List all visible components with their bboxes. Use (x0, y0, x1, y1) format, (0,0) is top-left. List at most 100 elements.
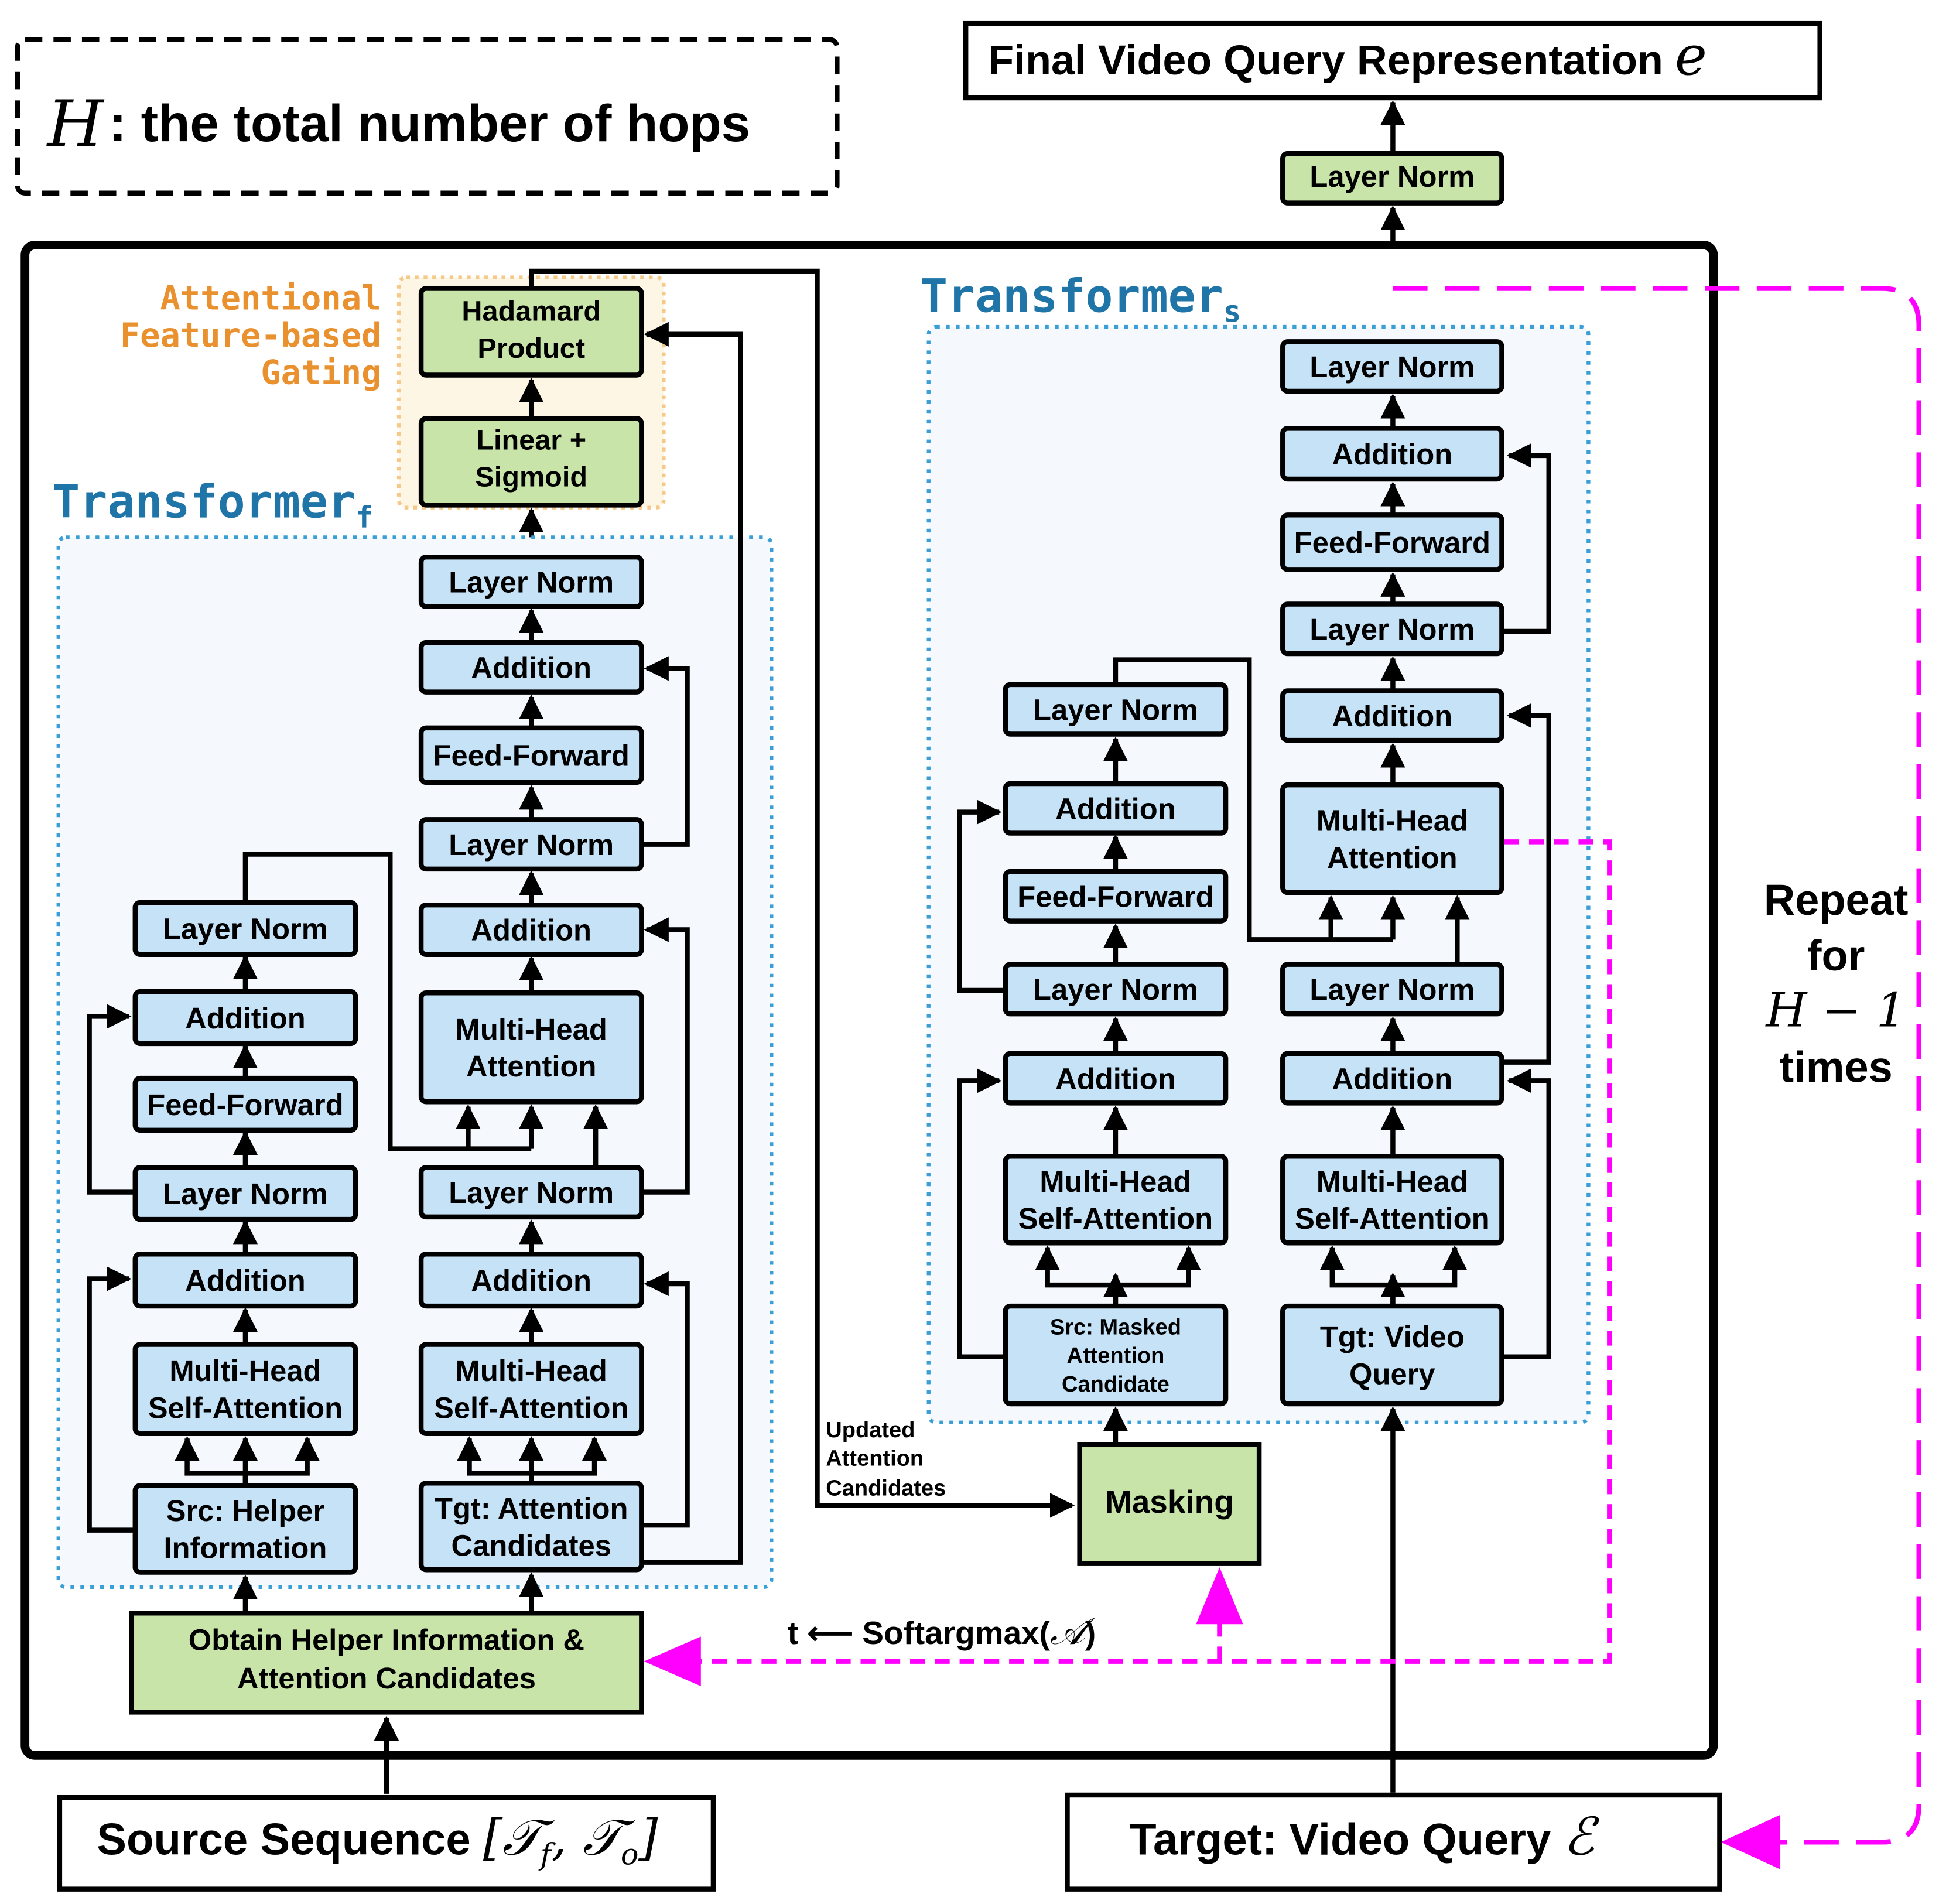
softargmax-pre: t ⟵ Softargmax( (788, 1615, 1051, 1651)
tf-left-mhsa-label-1: Multi-Head (169, 1354, 321, 1387)
magenta-arrowhead-masking (1196, 1567, 1243, 1625)
transformer-f-sub: f (355, 500, 374, 534)
linear-line2: Sigmoid (475, 462, 587, 493)
obtain-line2: Attention Candidates (237, 1662, 536, 1695)
ts-left-addition-top: Addition (1003, 781, 1229, 836)
ts-left-layer-norm-label-1: Layer Norm (1033, 973, 1198, 1006)
final-output-label: Final Video Query Representation (988, 37, 1675, 84)
repeat-line4: times (1780, 1042, 1893, 1091)
tf-right-mha-label-1: Multi-Head (456, 1013, 607, 1046)
ts-left-layer-norm: Layer Norm (1003, 962, 1229, 1017)
ts-right-mha-label-1: Multi-Head (1316, 804, 1468, 838)
tf-left-layer-norm: Layer Norm (132, 1165, 358, 1222)
magenta-arrowhead-target (1721, 1814, 1781, 1869)
tf-left-addition: Addition (132, 1252, 358, 1309)
updated-line2: Attention (826, 1447, 924, 1471)
tf-right-addition-top: Addition (418, 640, 644, 695)
tf-right-feed-forward: Feed-Forward (418, 725, 644, 785)
tf-right-mhsa-label-2: Self-Attention (434, 1392, 628, 1425)
target-label: Target: Video Query (1129, 1814, 1563, 1864)
tf-right-layer-norm-mid-label-1: Layer Norm (449, 828, 614, 862)
tf-right-addition-mid: Addition (418, 902, 644, 957)
target-symbol: ℰ (1563, 1806, 1599, 1867)
ts-right-addition-label-1: Addition (1332, 1062, 1453, 1095)
ts-right-addition-mid: Addition (1280, 688, 1504, 743)
tf-left-addition-rect (132, 1252, 358, 1309)
transformer-s-sub: s (1223, 295, 1242, 329)
tgt-attention-box-label-1: Tgt: Attention (435, 1492, 628, 1525)
tf-right-addition-mid-label-1: Addition (471, 914, 591, 947)
tf-right-layer-norm-top-label-1: Layer Norm (449, 566, 614, 599)
softargmax-label: t ⟵ Softargmax(𝒜) (788, 1609, 1096, 1653)
updated-line1: Updated (826, 1418, 915, 1442)
final-output-box: Final Video Query Representation e (963, 20, 1822, 101)
src-masked-box-label-1: Src: Masked (1050, 1315, 1181, 1340)
updated-line3: Candidates (826, 1476, 946, 1500)
source-math-3: ] (638, 1809, 658, 1866)
repeat-line3: H − 1 (1764, 982, 1906, 1037)
src-helper-box-label-2: Information (163, 1531, 327, 1564)
linear-line1: Linear + (476, 424, 586, 456)
tf-right-layer-norm-label-1: Layer Norm (449, 1176, 614, 1209)
ts-right-mha-rect (1280, 782, 1504, 895)
tf-right-feed-forward-label-1: Feed-Forward (433, 739, 630, 772)
tf-right-addition: Addition (418, 1252, 644, 1309)
tgt-video-box-label-1: Tgt: Video (1320, 1320, 1465, 1353)
tf-left-addition-top-label-1: Addition (185, 1001, 306, 1035)
connectors (87, 268, 1551, 1794)
src-masked-box-label-2: Attention (1066, 1344, 1164, 1368)
ts-right-addition: Addition (1280, 1051, 1504, 1106)
legend-text: : the total number of hops (109, 94, 750, 152)
tf-left-addition-label-1: Addition (185, 1264, 306, 1297)
ts-right-layer-norm-mid: Layer Norm (1280, 601, 1504, 657)
ts-right-mha-label-2: Attention (1327, 841, 1458, 874)
tf-left-layer-norm-top: Layer Norm (132, 900, 358, 957)
final-output-text: Final Video Query Representation e (988, 24, 1707, 87)
ts-left-layer-norm-top-label-1: Layer Norm (1033, 693, 1198, 726)
ts-right-layer-norm-rect (1280, 962, 1504, 1017)
tf-right-layer-norm-top: Layer Norm (418, 554, 644, 609)
obtain-box (129, 1611, 644, 1715)
final-layer-norm-label: Layer Norm (1309, 160, 1475, 193)
ts-left-feed-forward-label-1: Feed-Forward (1017, 880, 1213, 914)
tf-left-mhsa-label-2: Self-Attention (148, 1392, 343, 1425)
ts-left-addition: Addition (1003, 1051, 1229, 1106)
obtain-line1: Obtain Helper Information & (189, 1623, 584, 1657)
tf-left-feed-forward: Feed-Forward (132, 1075, 358, 1133)
tgt-video-box-label-2: Query (1349, 1358, 1435, 1391)
ts-left-mhsa-label-1: Multi-Head (1039, 1165, 1191, 1198)
ts-right-addition-mid-label-1: Addition (1332, 699, 1453, 733)
tgt-attention-box-label-2: Candidates (452, 1529, 611, 1562)
tf-right-layer-norm: Layer Norm (418, 1165, 644, 1220)
source-label: Source Sequence (97, 1814, 483, 1864)
source-sequence-text: Source Sequence [𝒯f, 𝒯o] (97, 1809, 658, 1871)
tf-left-layer-norm-top-label-1: Layer Norm (163, 912, 328, 946)
final-output-symbol: e (1675, 24, 1707, 87)
masking-label: Masking (1105, 1483, 1234, 1520)
repeat-line1: Repeat (1764, 876, 1909, 924)
ts-right-mhsa-label-2: Self-Attention (1295, 1202, 1489, 1235)
ts-right-feed-forward-label-1: Feed-Forward (1294, 526, 1490, 559)
softargmax-post: ) (1085, 1615, 1096, 1651)
ts-right-layer-norm-mid-label-1: Layer Norm (1309, 613, 1475, 646)
ts-right-layer-norm-label-1: Layer Norm (1309, 973, 1475, 1006)
masking-box (1077, 1442, 1262, 1566)
ts-left-addition-label-1: Addition (1055, 1062, 1176, 1095)
magenta-arrowhead-obtain (644, 1636, 701, 1686)
ts-left-mhsa-label-2: Self-Attention (1018, 1202, 1213, 1235)
ts-left-layer-norm-top: Layer Norm (1003, 682, 1229, 737)
transformer-s-name: Transformer (920, 270, 1223, 323)
tf-left-layer-norm-label-1: Layer Norm (163, 1177, 328, 1211)
ts-right-addition-top-label-1: Addition (1332, 437, 1453, 471)
ts-right-mhsa-label-1: Multi-Head (1316, 1165, 1468, 1198)
tf-right-mhsa-label-1: Multi-Head (456, 1354, 607, 1387)
tf-left-addition-top: Addition (132, 989, 358, 1047)
target-text: Target: Video Query ℰ (1129, 1806, 1599, 1867)
tf-right-layer-norm-mid: Layer Norm (418, 817, 644, 872)
transformer-s-panel (926, 324, 1591, 1424)
tf-left-feed-forward-label-1: Feed-Forward (147, 1088, 343, 1122)
